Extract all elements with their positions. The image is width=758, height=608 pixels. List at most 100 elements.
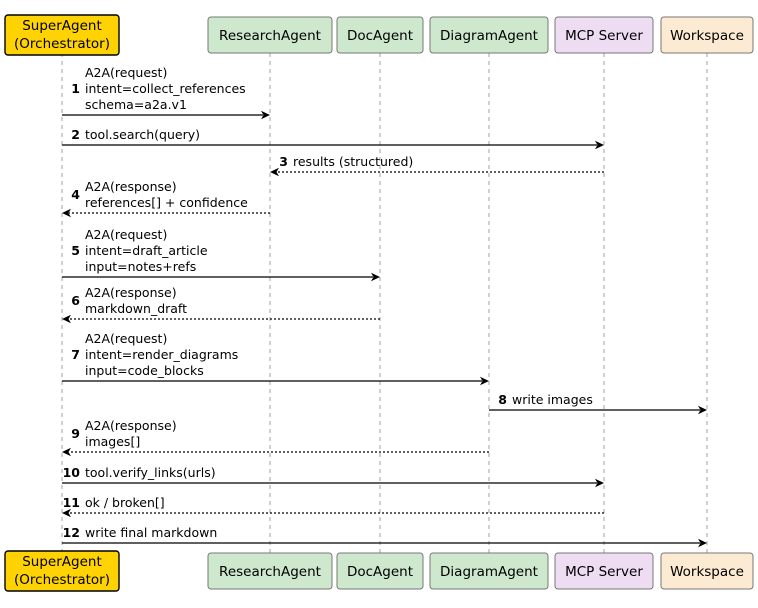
- message-6-label-line1: A2A(response): [85, 285, 177, 300]
- message-10[interactable]: 10 tool.verify_links(urls): [62, 465, 604, 488]
- message-8-number: 8: [498, 392, 507, 407]
- message-1-label-line1: A2A(request): [85, 65, 167, 80]
- lifelines-group: [61, 53, 708, 553]
- message-4[interactable]: 4 A2A(response)references[] + confidence: [62, 179, 270, 218]
- message-5[interactable]: 5 A2A(request)intent=draft_articleinput=n…: [62, 227, 380, 282]
- participant-box-workspace[interactable]: [660, 16, 754, 54]
- participant-box-researchagent[interactable]: [207, 552, 333, 590]
- participant-label-superagent-line2: (Orchestrator): [14, 572, 110, 588]
- participant-docagent-bottom[interactable]: DocAgent: [336, 552, 424, 590]
- participant-label-researchagent: ResearchAgent: [219, 28, 321, 44]
- message-4-label-line2: references[] + confidence: [85, 195, 248, 210]
- participant-box-diagramagent[interactable]: [429, 552, 549, 590]
- message-9-label-line1: A2A(response): [85, 418, 177, 433]
- message-5-label-line2: intent=draft_article: [85, 243, 208, 258]
- message-5-number: 5: [71, 243, 80, 258]
- message-1-arrowhead: [261, 110, 270, 120]
- message-7-label-line1: A2A(request): [85, 331, 167, 346]
- message-4-arrowhead: [62, 208, 71, 218]
- message-3-arrowhead: [270, 167, 279, 177]
- message-6-arrowhead: [62, 314, 71, 324]
- message-4-number: 4: [71, 187, 80, 202]
- message-10-arrowhead: [595, 478, 604, 488]
- message-5-label-line3: input=notes+refs: [85, 259, 196, 274]
- participant-box-docagent[interactable]: [336, 552, 424, 590]
- messages-group: 1A2A(request)intent=collect_referencessc…: [62, 65, 707, 548]
- participant-box-docagent[interactable]: [336, 16, 424, 54]
- participant-label-superagent-line2: (Orchestrator): [14, 36, 110, 52]
- participant-box-superagent[interactable]: [4, 550, 120, 592]
- participant-researchagent-top[interactable]: ResearchAgent: [207, 16, 333, 54]
- message-1-label-line2: intent=collect_references: [85, 81, 246, 96]
- message-7-arrowhead: [480, 376, 489, 386]
- message-6-label-line2: markdown_draft: [85, 301, 187, 316]
- participant-label-superagent-line1: SuperAgent: [22, 18, 102, 34]
- participant-label-workspace: Workspace: [670, 564, 744, 580]
- message-12-label-line1: write final markdown: [85, 525, 217, 540]
- participants-top-group: SuperAgent (Orchestrator) ResearchAgent Doc…: [4, 14, 754, 56]
- participant-box-superagent[interactable]: [4, 14, 120, 56]
- message-2-arrowhead: [595, 140, 604, 150]
- message-3-label-line1: results (structured): [293, 154, 413, 169]
- message-12-arrowhead: [698, 538, 707, 548]
- message-3-number: 3: [279, 154, 288, 169]
- participant-mcpserver-bottom[interactable]: MCP Server: [554, 552, 654, 590]
- message-3[interactable]: 3 results (structured): [270, 154, 604, 177]
- message-9-arrowhead: [62, 447, 71, 457]
- participant-workspace-top[interactable]: Workspace: [660, 16, 754, 54]
- participant-mcpserver-top[interactable]: MCP Server: [554, 16, 654, 54]
- participant-diagramagent-top[interactable]: DiagramAgent: [429, 16, 549, 54]
- message-9-number: 9: [71, 426, 80, 441]
- participant-box-workspace[interactable]: [660, 552, 754, 590]
- message-11-arrowhead: [62, 508, 71, 518]
- message-9-label-line2: images[]: [85, 434, 140, 449]
- participant-box-researchagent[interactable]: [207, 16, 333, 54]
- message-8[interactable]: 8 write images: [489, 392, 707, 415]
- participant-superagent-bottom[interactable]: SuperAgent (Orchestrator): [4, 550, 120, 592]
- message-11-number: 11: [63, 495, 80, 510]
- message-8-arrowhead: [698, 405, 707, 415]
- message-10-number: 10: [63, 465, 81, 480]
- message-7-number: 7: [71, 347, 80, 362]
- participant-researchagent-bottom[interactable]: ResearchAgent: [207, 552, 333, 590]
- participant-label-superagent-line1: SuperAgent: [22, 554, 102, 570]
- participant-superagent-top[interactable]: SuperAgent (Orchestrator): [4, 14, 120, 56]
- message-8-label-line1: write images: [512, 392, 593, 407]
- message-12[interactable]: 12 write final markdown: [62, 525, 707, 548]
- participant-box-mcpserver[interactable]: [554, 16, 654, 54]
- message-2-label-line1: tool.search(query): [85, 127, 200, 142]
- participant-label-mcpserver: MCP Server: [565, 564, 643, 580]
- participant-workspace-bottom[interactable]: Workspace: [660, 552, 754, 590]
- message-2[interactable]: 2 tool.search(query): [62, 127, 604, 150]
- participant-diagramagent-bottom[interactable]: DiagramAgent: [429, 552, 549, 590]
- message-4-label-line1: A2A(response): [85, 179, 177, 194]
- message-9[interactable]: 9 A2A(response)images[]: [62, 418, 489, 457]
- participant-label-researchagent: ResearchAgent: [219, 564, 321, 580]
- participant-label-workspace: Workspace: [670, 28, 744, 44]
- message-6-number: 6: [71, 293, 80, 308]
- participant-label-mcpserver: MCP Server: [565, 28, 643, 44]
- message-1[interactable]: 1A2A(request)intent=collect_referencessc…: [62, 65, 270, 120]
- participant-box-mcpserver[interactable]: [554, 552, 654, 590]
- participant-label-diagramagent: DiagramAgent: [440, 28, 538, 44]
- participant-docagent-top[interactable]: DocAgent: [336, 16, 424, 54]
- participant-label-diagramagent: DiagramAgent: [440, 564, 538, 580]
- message-2-number: 2: [71, 127, 80, 142]
- message-1-label-line3: schema=a2a.v1: [85, 97, 187, 112]
- message-7-label-line2: intent=render_diagrams: [85, 347, 238, 362]
- message-11-label-line1: ok / broken[]: [85, 495, 165, 510]
- message-7-label-line3: input=code_blocks: [85, 363, 204, 378]
- participant-label-docagent: DocAgent: [347, 28, 413, 44]
- message-10-label-line1: tool.verify_links(urls): [85, 465, 216, 480]
- message-11[interactable]: 11 ok / broken[]: [62, 495, 604, 518]
- message-6[interactable]: 6 A2A(response)markdown_draft: [62, 285, 380, 324]
- message-12-number: 12: [63, 525, 80, 540]
- participant-label-docagent: DocAgent: [347, 564, 413, 580]
- participant-box-diagramagent[interactable]: [429, 16, 549, 54]
- message-7[interactable]: 7 A2A(request)intent=render_diagramsinput…: [62, 331, 489, 386]
- participants-bottom-group: SuperAgent (Orchestrator) ResearchAgent Doc…: [4, 550, 754, 592]
- message-5-arrowhead: [371, 272, 380, 282]
- message-5-label-line1: A2A(request): [85, 227, 167, 242]
